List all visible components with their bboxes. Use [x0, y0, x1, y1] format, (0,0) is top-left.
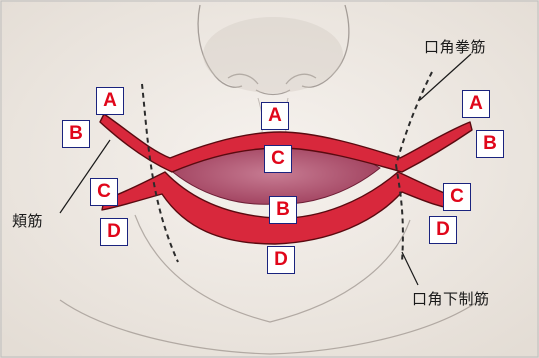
marker-a-left: A — [96, 87, 124, 115]
marker-c-right: C — [443, 183, 471, 211]
marker-b-left: B — [62, 120, 90, 148]
marker-c-center: C — [264, 145, 292, 173]
marker-d-center: D — [267, 246, 295, 274]
marker-d-right: D — [429, 216, 457, 244]
marker-a-right: A — [462, 90, 490, 118]
marker-a-center: A — [261, 102, 289, 130]
marker-b-center: B — [269, 196, 297, 224]
marker-b-right: B — [476, 130, 504, 158]
label-muscle-bottom-right: 口角下制筋 — [412, 288, 490, 309]
label-muscle-top-right: 口角拳筋 — [424, 36, 486, 57]
marker-c-left: C — [90, 178, 118, 206]
nose-tone — [203, 17, 343, 93]
marker-d-left: D — [100, 218, 128, 246]
label-muscle-left: 頬筋 — [12, 210, 43, 231]
